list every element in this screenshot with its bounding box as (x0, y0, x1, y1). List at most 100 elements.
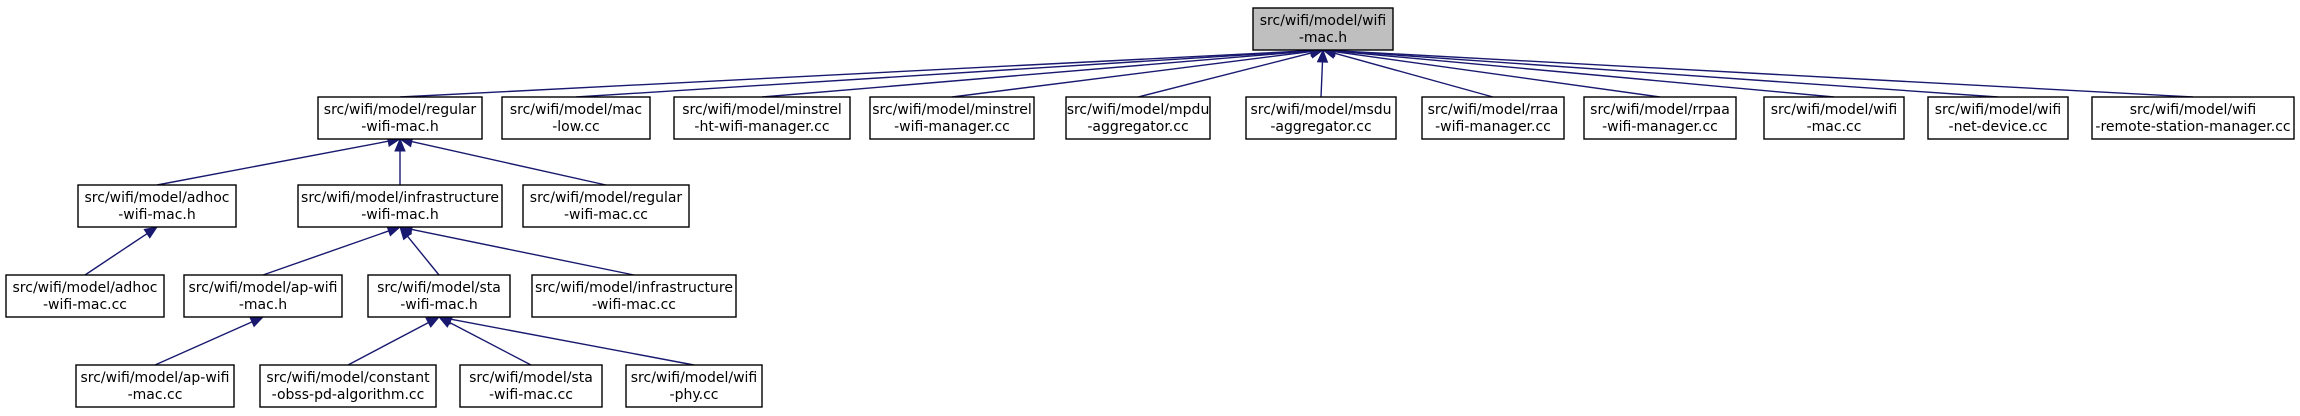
node-label-line: src/wifi/model/constant (266, 370, 430, 386)
node-constant-obss-pd-algorithm-cc[interactable]: src/wifi/model/constant-obss-pd-algorith… (259, 364, 437, 408)
node-box[interactable] (367, 274, 511, 318)
edge-line (1334, 50, 1661, 98)
edge-adhoc-wifi-mac-h-to-regular-wifi-mac-h (156, 135, 402, 186)
node-wifi-mac-cc[interactable]: src/wifi/model/wifi-mac.cc (1763, 96, 1905, 140)
node-regular-wifi-mac-h[interactable]: src/wifi/model/regular-wifi-mac.h (317, 96, 483, 140)
node-label-line: src/wifi/model/wifi (2130, 102, 2257, 118)
edge-wifi-phy-cc-to-sta-wifi-mac-h (437, 313, 695, 366)
node-ap-wifi-mac-cc[interactable]: src/wifi/model/ap-wifi-mac.cc (75, 364, 235, 408)
node-label-line: src/wifi/model/rraa (1428, 102, 1559, 118)
node-label-line: -wifi-mac.cc (489, 387, 573, 403)
edge-arrowhead (249, 316, 265, 328)
node-label-line: src/wifi/model/rrpaa (1590, 102, 1730, 118)
node-msdu-aggregator-cc[interactable]: src/wifi/model/msdu-aggregator.cc (1245, 96, 1397, 140)
node-minstrel-ht-wifi-manager-cc[interactable]: src/wifi/model/minstrel-ht-wifi-manager.… (673, 96, 851, 140)
node-label-line: -mac.h (239, 297, 287, 313)
edge-arrowhead (425, 316, 441, 328)
node-label-line: -low.cc (552, 119, 600, 135)
node-label-line: src/wifi/model/sta (377, 280, 501, 296)
node-adhoc-wifi-mac-cc[interactable]: src/wifi/model/adhoc-wifi-mac.cc (5, 274, 165, 318)
node-label-line: -wifi-manager.cc (1602, 119, 1718, 135)
edge-line (347, 321, 429, 366)
edge-regular-wifi-mac-cc-to-regular-wifi-mac-h (398, 136, 607, 186)
node-box[interactable] (869, 96, 1035, 140)
edge-arrowhead (1316, 48, 1329, 63)
node-sta-wifi-mac-h[interactable]: src/wifi/model/sta-wifi-mac.h (367, 274, 511, 318)
node-label-line: -aggregator.cc (1087, 119, 1188, 135)
node-box[interactable] (625, 364, 763, 408)
node-wifi-phy-cc[interactable]: src/wifi/model/wifi-phy.cc (625, 364, 763, 408)
node-label-line: -ht-wifi-manager.cc (694, 119, 829, 135)
node-mpdu-aggregator-cc[interactable]: src/wifi/model/mpdu-aggregator.cc (1065, 96, 1211, 140)
node-box[interactable] (5, 274, 165, 318)
node-rrpaa-wifi-manager-cc[interactable]: src/wifi/model/rrpaa-wifi-manager.cc (1583, 96, 1737, 140)
node-label-line: -mac.cc (1807, 119, 1862, 135)
node-label-line: -wifi-mac.h (400, 297, 478, 313)
node-regular-wifi-mac-cc[interactable]: src/wifi/model/regular-wifi-mac.cc (522, 184, 690, 228)
node-label-line: -wifi-mac.h (118, 207, 196, 223)
node-sta-wifi-mac-cc[interactable]: src/wifi/model/sta-wifi-mac.cc (459, 364, 603, 408)
node-label-line: src/wifi/model/msdu (1250, 102, 1391, 118)
node-box[interactable] (183, 274, 343, 318)
node-label-line: src/wifi/model/regular (530, 190, 683, 206)
node-box[interactable] (1421, 96, 1565, 140)
node-label-line: -mac.cc (128, 387, 183, 403)
node-wifi-net-device-cc[interactable]: src/wifi/model/wifi-net-device.cc (1927, 96, 2069, 140)
edge-ap-wifi-mac-cc-to-ap-wifi-mac-h (154, 316, 265, 366)
node-label-line: -net-device.cc (1949, 119, 2048, 135)
node-box[interactable] (1583, 96, 1737, 140)
node-infrastructure-wifi-mac-cc[interactable]: src/wifi/model/infrastructure-wifi-mac.c… (531, 274, 737, 318)
node-label-line: src/wifi/model/wifi (631, 370, 758, 386)
node-label-line: -wifi-mac.h (361, 119, 439, 135)
node-label-line: src/wifi/model/mac (510, 102, 642, 118)
node-box[interactable] (77, 184, 237, 228)
node-wifi-mac-h[interactable]: src/wifi/model/wifi-mac.h (1252, 7, 1394, 51)
node-box[interactable] (459, 364, 603, 408)
nodes-layer: src/wifi/model/wifi-mac.hsrc/wifi/model/… (5, 7, 2295, 408)
node-infrastructure-wifi-mac-h[interactable]: src/wifi/model/infrastructure-wifi-mac.h (297, 184, 503, 228)
edge-ap-wifi-mac-h-to-infrastructure-wifi-mac-h (262, 225, 402, 276)
edge-infrastructure-wifi-mac-h-to-regular-wifi-mac-h (394, 137, 406, 185)
node-box[interactable] (1065, 96, 1211, 140)
node-mac-low-cc[interactable]: src/wifi/model/mac-low.cc (501, 96, 651, 140)
edge-constant-obss-pd-algorithm-cc-to-sta-wifi-mac-h (347, 316, 441, 366)
node-box[interactable] (673, 96, 851, 140)
node-label-line: -aggregator.cc (1270, 119, 1371, 135)
node-label-line: -wifi-mac.cc (592, 297, 676, 313)
node-box[interactable] (1927, 96, 2069, 140)
node-box[interactable] (501, 96, 651, 140)
edge-line (1137, 52, 1312, 98)
node-rraa-wifi-manager-cc[interactable]: src/wifi/model/rraa-wifi-manager.cc (1421, 96, 1565, 140)
node-box[interactable] (522, 184, 690, 228)
edge-line (1334, 50, 1835, 98)
node-adhoc-wifi-mac-h[interactable]: src/wifi/model/adhoc-wifi-mac.h (77, 184, 237, 228)
node-box[interactable] (1245, 96, 1397, 140)
root-node-box[interactable] (1252, 7, 1394, 51)
edge-line (761, 50, 1312, 98)
edge-line (411, 140, 607, 186)
edge-msdu-aggregator-cc-to-wifi-mac-h (1316, 48, 1329, 98)
node-minstrel-wifi-manager-cc[interactable]: src/wifi/model/minstrel-wifi-manager.cc (869, 96, 1035, 140)
node-label-line: src/wifi/model/minstrel (872, 102, 1031, 118)
edge-arrowhead (394, 137, 406, 152)
node-label-line: -phy.cc (670, 387, 719, 403)
edge-line (1334, 50, 1999, 98)
node-label-line: -obss-pd-algorithm.cc (272, 387, 425, 403)
edge-line (450, 318, 695, 366)
node-label-line: src/wifi/model/minstrel (682, 102, 841, 118)
edge-line (1334, 49, 2194, 98)
node-box[interactable] (75, 364, 235, 408)
node-box[interactable] (531, 274, 737, 318)
node-label-line: src/wifi/model/infrastructure (301, 190, 499, 206)
node-box[interactable] (317, 96, 483, 140)
edge-infrastructure-wifi-mac-cc-to-infrastructure-wifi-mac-h (398, 223, 635, 276)
node-label-line: src/wifi/model/wifi (1260, 13, 1387, 29)
node-box[interactable] (259, 364, 437, 408)
node-box[interactable] (1763, 96, 1905, 140)
node-ap-wifi-mac-h[interactable]: src/wifi/model/ap-wifi-mac.h (183, 274, 343, 318)
edge-line (951, 50, 1312, 98)
node-box[interactable] (2091, 96, 2295, 140)
node-box[interactable] (297, 184, 503, 228)
node-wifi-remote-station-manager-cc[interactable]: src/wifi/model/wifi-remote-station-manag… (2091, 96, 2295, 140)
